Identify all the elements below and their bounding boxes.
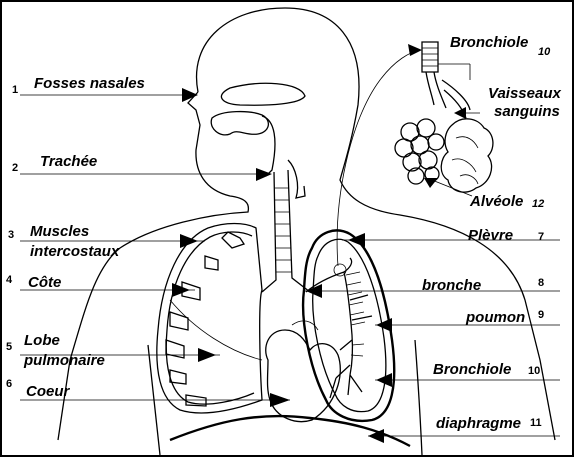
number-8: 8 [538,277,544,289]
label-bronchiole-top: Bronchiole [450,34,528,51]
number-9: 9 [538,309,544,321]
label-muscles: Muscles [30,223,89,240]
inset-bronchiole-tube [422,42,438,72]
tongue-shape [211,112,268,135]
left-labels: 1 Fosses nasales 2 Trachée 3 Muscles int… [6,75,145,400]
number-11: 11 [530,417,542,429]
number-6: 6 [6,378,12,390]
arm-right-line [415,340,422,455]
label-alveole: Alvéole [469,193,523,210]
number-3: 3 [8,229,14,241]
esophagus-top [288,160,305,198]
label-diaphragme: diaphragme [436,415,521,432]
number-2: 2 [12,162,18,174]
heart-outline [266,330,341,422]
number-5: 5 [6,341,12,353]
label-poumon: poumon [465,309,525,326]
label-lobe: Lobe [24,332,60,349]
label-vaisseaux: Vaisseaux [488,85,561,102]
label-cote: Côte [28,274,61,291]
number-10-bottom: 10 [528,365,540,377]
label-coeur: Coeur [26,383,71,400]
label-bronche: bronche [422,277,481,294]
number-7: 7 [538,231,544,243]
number-1: 1 [12,84,18,96]
nasal-cavity-shape [221,83,305,105]
label-fosses-nasales: Fosses nasales [34,75,145,92]
label-pulmonaire: pulmonaire [23,352,105,369]
label-intercostaux: intercostaux [30,243,120,260]
label-bronchiole-bottom: Bronchiole [433,361,511,378]
number-4: 4 [6,274,13,286]
label-plevre: Plèvre [468,227,513,244]
alveoli-inset [395,42,493,192]
number-12: 12 [532,198,544,210]
trachea [262,170,310,292]
label-trachee: Trachée [40,153,97,170]
right-labels: Bronchiole 10 Vaisseaux sanguins Alvéole… [422,34,561,432]
alveolus-cluster-left [395,119,444,184]
number-10-top: 10 [538,46,551,58]
alveolus-cluster-right [441,119,493,192]
left-lung [157,224,262,413]
label-sanguins: sanguins [494,103,560,120]
